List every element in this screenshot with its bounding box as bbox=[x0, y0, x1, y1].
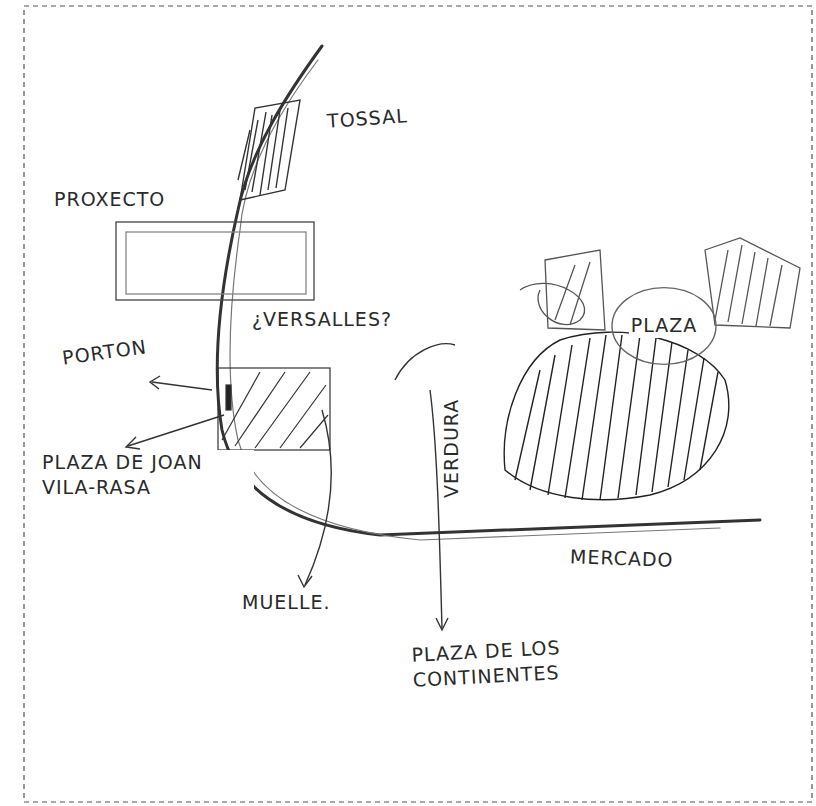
gate-label: PORTON bbox=[59, 334, 151, 371]
project-heading: PROXECTO bbox=[52, 188, 252, 220]
square-label: PLAZA DE LOS CONTINENTES bbox=[409, 629, 675, 692]
street-label: VERDURA bbox=[439, 397, 464, 500]
square-label: PLAZA DE JOAN VILA-RASA bbox=[40, 450, 254, 499]
node-text: PROXECTO bbox=[52, 188, 167, 212]
proxecto-rect bbox=[116, 222, 314, 300]
street-curve bbox=[217, 46, 760, 540]
dashed-frame bbox=[24, 6, 812, 802]
dock-label: MUELLE. bbox=[240, 590, 333, 615]
versalles-block bbox=[218, 368, 330, 450]
tossal-hatch bbox=[238, 100, 300, 200]
building-heading: ¿VERSALLES? bbox=[250, 308, 410, 340]
plaza-circle: PLAZA bbox=[612, 286, 716, 366]
node-text: PLAZA bbox=[629, 314, 700, 338]
market-label: MERCADO bbox=[568, 544, 676, 572]
hill-label: TOSSAL bbox=[324, 103, 410, 134]
node-text: ¿VERSALLES? bbox=[250, 308, 394, 332]
